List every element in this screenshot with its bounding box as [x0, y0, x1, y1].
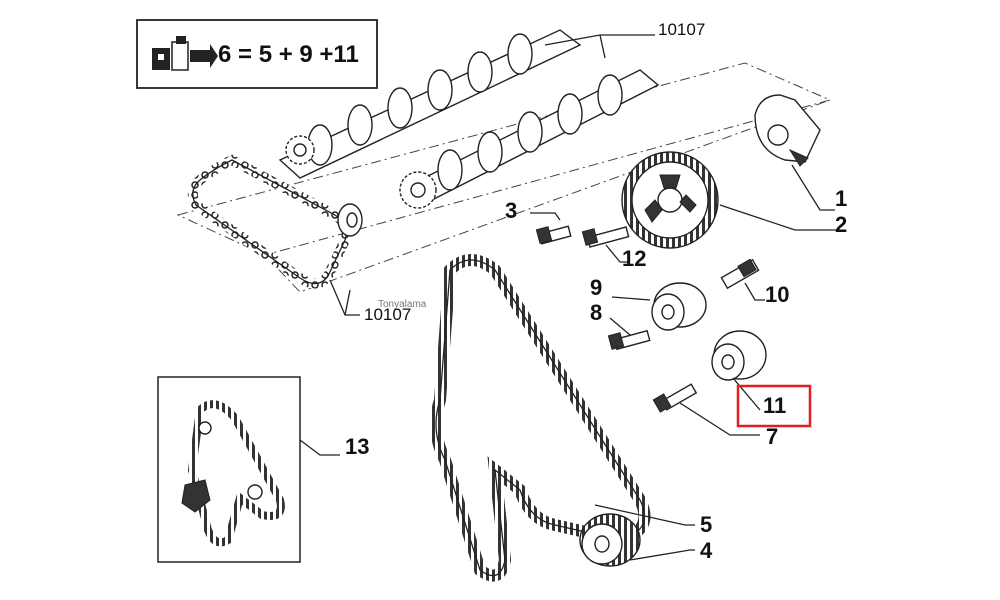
- timing-belt-outline: [435, 259, 646, 577]
- callout-1: 1: [835, 186, 847, 211]
- bolt-8: [607, 329, 651, 351]
- parts-kit-icon: [152, 36, 218, 71]
- camshaft-upper: [278, 29, 582, 179]
- bolt-7: [652, 383, 698, 413]
- bolt-12: [581, 226, 630, 248]
- leader-lines: [299, 34, 840, 561]
- callout-7: 7: [766, 424, 778, 449]
- reference-label-camshaft: 10107: [658, 20, 705, 39]
- highlight-box-11: [736, 384, 812, 428]
- bolt-3: [535, 225, 572, 245]
- timing-chain-outline: [192, 159, 347, 285]
- camshaft-pulley: [621, 151, 719, 249]
- callout-13: 13: [345, 434, 369, 459]
- kit-formula: 6 = 5 + 9 +11: [218, 41, 359, 68]
- callout-10: 10: [765, 282, 789, 307]
- inset-box-13: [157, 376, 301, 563]
- reference-label-chain: 10107: [364, 305, 411, 324]
- timing-chain: [187, 154, 352, 289]
- tensioner-pulley-11: [711, 330, 767, 381]
- idler-pulley-9: [651, 282, 707, 331]
- watermark-text: Tonyalama: [378, 299, 427, 310]
- inset-belt: [187, 400, 285, 547]
- callout-2: 2: [835, 212, 847, 237]
- camshaft-lower: [399, 69, 660, 209]
- callout-3: 3: [505, 198, 517, 223]
- phase-sensor-disc: [754, 94, 821, 167]
- callout-5: 5: [700, 512, 712, 537]
- callout-4: 4: [700, 538, 713, 563]
- legend-box: 6 = 5 + 9 +11: [136, 19, 378, 89]
- callout-12: 12: [622, 246, 646, 271]
- stud-10: [720, 258, 760, 290]
- callout-11: 11: [763, 393, 786, 418]
- callout-9: 9: [590, 275, 602, 300]
- callout-8: 8: [590, 300, 602, 325]
- crankshaft-pulley: [579, 513, 641, 567]
- inset-tensioner: [181, 479, 211, 513]
- washer: [337, 203, 363, 237]
